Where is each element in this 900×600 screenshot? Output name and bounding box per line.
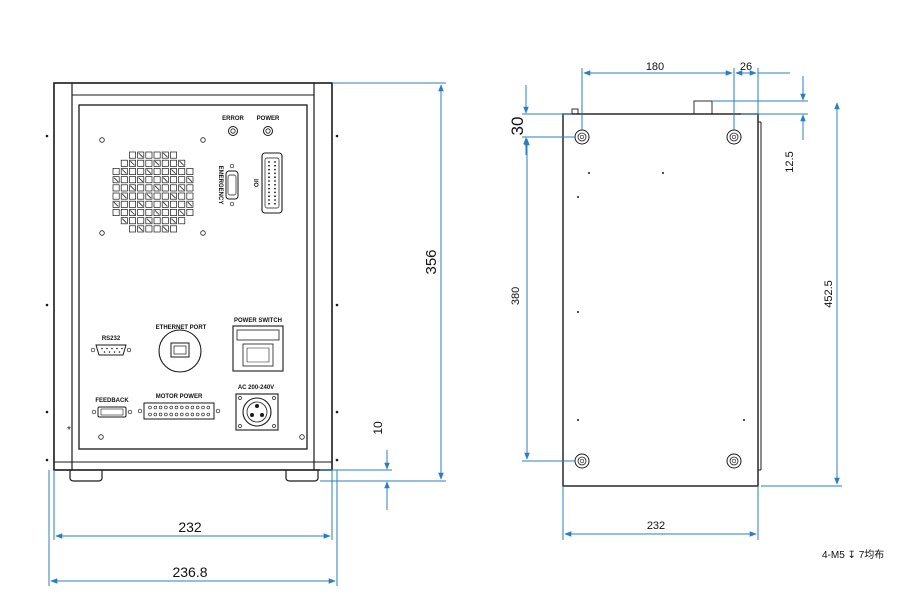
- side-panel-outline: [562, 113, 759, 487]
- side-width-232-label: 232: [647, 520, 665, 532]
- side-dimensions: 180 26 30 12.5 380 452.5: [508, 61, 842, 540]
- foot-height-label: 10: [371, 421, 385, 435]
- height-452-5-label: 452.5: [823, 280, 835, 308]
- ground-symbol: *: [67, 425, 71, 436]
- io-label: I/O: [252, 179, 258, 187]
- mounting-hole: [574, 129, 590, 145]
- rs232-connector: [90, 344, 132, 356]
- feedback-label: FEEDBACK: [95, 398, 129, 404]
- offset-26-label: 26: [740, 61, 752, 73]
- power-switch-label: POWER SWITCH: [234, 318, 282, 324]
- ethernet-label: ETHERNET PORT: [156, 325, 207, 331]
- mounting-hole: [726, 129, 742, 145]
- left-foot: [69, 470, 103, 482]
- mounting-hole: [726, 453, 742, 469]
- feedback-connector: [91, 406, 133, 418]
- emergency-label: EMERGENCY: [217, 166, 223, 205]
- front-dimensions: 356 10 232 236.8: [48, 82, 446, 586]
- emergency-connector: [225, 163, 239, 207]
- cabinet-outline: [53, 82, 333, 471]
- power-label: POWER: [257, 116, 280, 122]
- mounting-holes: [574, 129, 742, 469]
- hole-spacing-180-label: 180: [646, 61, 664, 73]
- motor-power-connector: [137, 402, 221, 420]
- error-label: ERROR: [222, 116, 244, 122]
- error-led: [228, 126, 238, 136]
- io-connector: [261, 152, 283, 214]
- fan-grille: [99, 137, 206, 236]
- hole-spacing-380-label: 380: [510, 287, 522, 305]
- ac-input-connector: [235, 393, 279, 431]
- side-view: 180 26 30 12.5 380 452.5: [508, 61, 884, 561]
- ac-input-label: AC 200-240V: [238, 385, 274, 391]
- width-232-label: 232: [178, 519, 202, 535]
- rs232-label: RS232: [102, 336, 121, 342]
- front-panel: [78, 104, 308, 450]
- power-switch: [232, 325, 284, 372]
- motor-power-label: MOTOR POWER: [156, 394, 203, 400]
- height-356-label: 356: [423, 249, 440, 274]
- power-led: [263, 126, 273, 136]
- front-view: * ERROR POWER EMERGENCY: [45, 82, 446, 586]
- mounting-note: 4-M5 ↧ 7均布: [822, 549, 884, 561]
- top-offset-30-label: 30: [508, 117, 527, 136]
- ethernet-port: [158, 329, 202, 373]
- offset-12-5-label: 12.5: [784, 151, 796, 172]
- right-foot: [285, 470, 319, 482]
- mounting-hole: [574, 453, 590, 469]
- top-handle: [693, 100, 713, 115]
- width-236-8-label: 236.8: [172, 564, 207, 580]
